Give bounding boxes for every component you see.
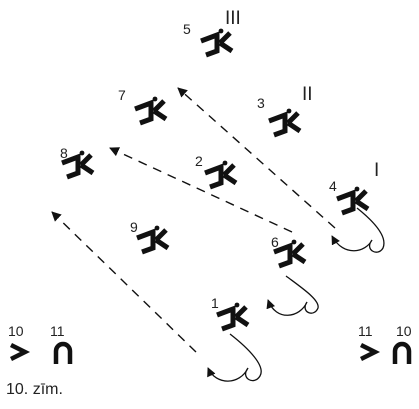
position-number-1: 1 <box>211 295 219 311</box>
guide-lines <box>51 87 336 353</box>
stitch-symbol-icon <box>337 187 368 213</box>
stitch-symbol-icon <box>201 29 232 55</box>
loop-curves <box>207 207 385 382</box>
dashed-arrow-line <box>177 87 336 229</box>
legend-right-number-a: 11 <box>358 323 373 339</box>
stitch-symbol-icon <box>135 97 166 123</box>
greater-than-icon <box>9 342 31 362</box>
row-labels: III II I <box>225 8 379 181</box>
stitch-symbol-icon <box>137 226 168 252</box>
position-number-6: 6 <box>271 234 279 250</box>
position-number-9: 9 <box>130 219 138 235</box>
legend-right: 11 10 <box>358 323 412 364</box>
row-label-III: III <box>225 8 241 29</box>
u-shape-icon <box>53 341 73 364</box>
position-number-2: 2 <box>195 153 203 169</box>
position-number-4: 4 <box>329 178 337 194</box>
legend-left: 10 11 <box>8 323 73 364</box>
dashed-arrow-line <box>109 147 293 233</box>
row-label-II: II <box>302 84 313 105</box>
position-number-3: 3 <box>257 95 265 111</box>
legend-left-number-b: 11 <box>50 323 65 339</box>
loop-arrow-4 <box>331 207 385 253</box>
position-number-8: 8 <box>60 145 68 161</box>
loop-arrow-1 <box>207 333 262 382</box>
stitch-symbol-icon <box>269 109 300 135</box>
stitch-symbol-icon <box>217 303 248 329</box>
position-number-7: 7 <box>118 87 126 103</box>
position-number-5: 5 <box>183 21 191 37</box>
position-numbers: 5 7 3 8 2 4 9 6 1 <box>60 21 337 311</box>
u-shape-icon <box>392 341 412 364</box>
figure-caption: 10. zīm. <box>6 381 63 398</box>
dashed-arrow-line <box>51 211 197 353</box>
stitch-symbols <box>62 29 368 329</box>
legend-right-number-b: 10 <box>396 323 412 339</box>
row-label-I: I <box>374 160 379 181</box>
legend-left-number-a: 10 <box>8 323 24 339</box>
greater-than-icon <box>359 342 381 362</box>
stitch-symbol-icon <box>205 161 236 187</box>
loop-arrow-6 <box>266 275 319 316</box>
